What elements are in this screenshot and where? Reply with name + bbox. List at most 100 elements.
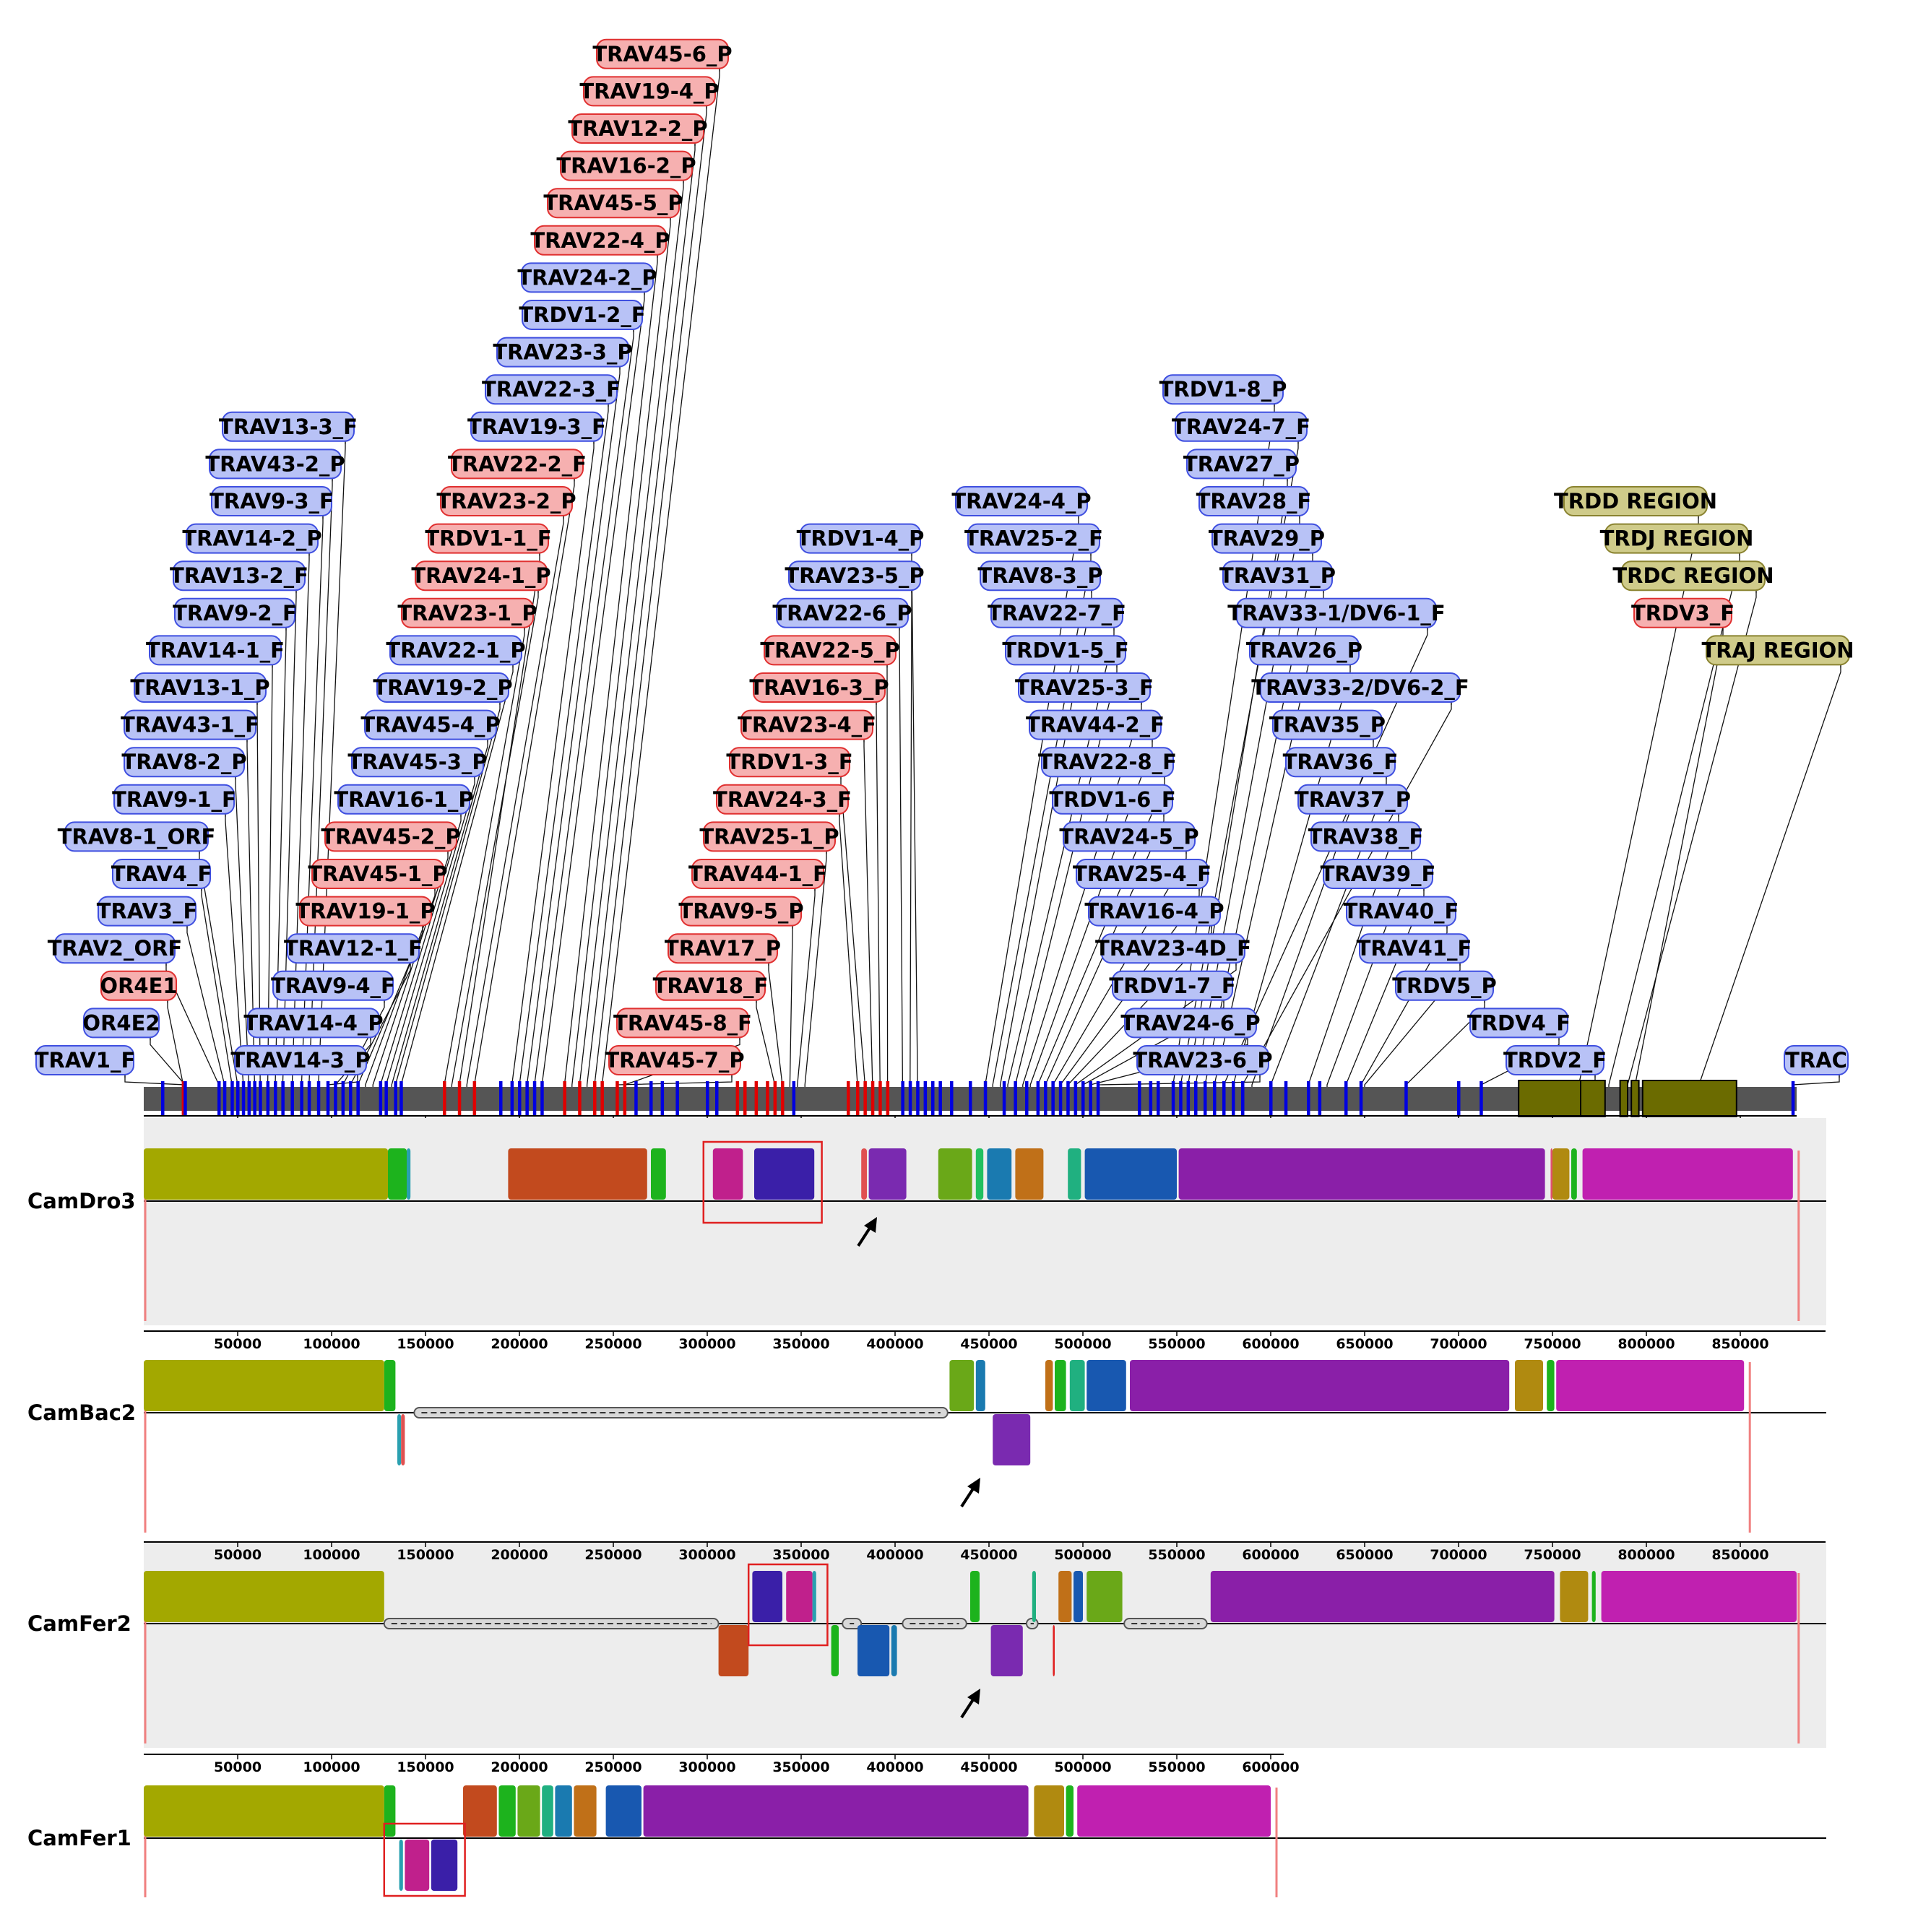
lcb-block	[1069, 1360, 1085, 1411]
gene-label: TRAV14-3_P	[230, 1045, 371, 1075]
gene-label: TRAV24-5_P	[1059, 821, 1199, 852]
gene-mark	[1171, 1081, 1175, 1116]
axis-tick-label: 750000	[1524, 1547, 1581, 1563]
lcb-block	[431, 1840, 458, 1891]
gene-label-box	[376, 672, 509, 703]
gene-label: TRAV19-4_P	[579, 76, 720, 107]
gene-mark	[1241, 1081, 1245, 1116]
gene-label: OR4E1	[100, 970, 178, 1001]
gene-mark	[1791, 1081, 1795, 1116]
lcb-block	[975, 1360, 985, 1411]
gene-label-text: TRAV19-3_F	[467, 415, 606, 439]
gene-label-box	[173, 560, 306, 592]
gene-label-text: TRAV24-6_P	[1120, 1010, 1260, 1035]
axis-tick-label: 50000	[214, 1547, 262, 1563]
axis-tick-label: 850000	[1711, 1336, 1768, 1352]
gene-label-box	[547, 188, 680, 219]
gene-mark	[1051, 1081, 1055, 1116]
gene-label-box	[222, 411, 355, 442]
gene-label-text: TRAV24-4_P	[951, 489, 1091, 514]
lcb-block	[1130, 1360, 1510, 1411]
gene-label-text: TRAC	[1785, 1048, 1847, 1073]
leader-line	[534, 329, 634, 1089]
axis-tick-label: 700000	[1430, 1336, 1487, 1352]
gene-mark	[1025, 1081, 1029, 1116]
lcb-block	[712, 1148, 743, 1200]
axis-tick-label: 600000	[1242, 1547, 1299, 1563]
gene-mark	[1044, 1081, 1047, 1116]
gene-mark	[1307, 1081, 1310, 1116]
gene-label: TRAV22-7_F	[988, 597, 1126, 628]
gene-label-text: TRAV22-6_P	[772, 601, 912, 625]
gene-mark	[259, 1081, 262, 1116]
gene-mark	[316, 1081, 321, 1116]
gene-label-text: TRAV23-6_P	[1133, 1048, 1272, 1073]
lcb-block	[990, 1625, 1023, 1676]
gene-label: TRAV24-4_P	[951, 486, 1092, 516]
gene-label-box	[351, 747, 484, 778]
gene-label: OR4E2	[82, 1008, 160, 1039]
gap-bar	[1123, 1618, 1208, 1629]
gene-mark	[983, 1081, 988, 1116]
gene-label-text: TRAV9-1_F	[112, 787, 236, 812]
gene-label-text: TRAV9-5_P	[678, 899, 803, 924]
region-block	[1619, 1080, 1629, 1117]
lcb-block	[1068, 1148, 1081, 1200]
arrow-marker	[960, 1478, 980, 1508]
gene-mark	[792, 1081, 796, 1116]
axis-tick-label: 200000	[491, 1336, 548, 1352]
gene-label: TRAV39_F	[1321, 859, 1435, 889]
gene-label-text: TRDV1-5_F	[1002, 638, 1128, 662]
pseudogene-mark	[181, 1081, 186, 1116]
lcb-block	[517, 1785, 540, 1837]
gene-label-box	[389, 635, 522, 666]
gene-label: TRAV3_F	[97, 896, 197, 927]
gene-label: TRAV22-4_P	[530, 225, 670, 256]
gene-label: TRAV25-3_F	[1015, 672, 1154, 703]
gene-label-box	[788, 560, 921, 592]
lcb-block	[831, 1625, 839, 1676]
gene-label-box	[1563, 486, 1708, 516]
axis-tick-label: 350000	[772, 1547, 829, 1563]
gene-label: TRAV19-2_P	[373, 672, 513, 703]
gene-label: TRAV23-1_P	[397, 597, 537, 628]
gene-label: TRAV14-4_P	[243, 1008, 384, 1039]
gene-label-text: TRAV28_F	[1196, 489, 1312, 514]
gene-mark	[706, 1081, 709, 1116]
gene-label-text: TRAV2_ORF	[48, 936, 183, 961]
gene-mark	[334, 1081, 337, 1116]
gene-mark	[908, 1081, 912, 1116]
gene-mark	[660, 1081, 665, 1116]
gene-label-box	[112, 859, 211, 889]
gene-label: TRAV14-1_F	[146, 635, 285, 666]
axis-tick-label: 150000	[397, 1336, 454, 1352]
gene-label: TRAV45-6_P	[592, 38, 733, 69]
gene-mark	[1479, 1081, 1483, 1116]
gene-mark	[540, 1081, 544, 1116]
pseudogene-mark	[615, 1081, 619, 1116]
gene-label-box	[1052, 784, 1173, 815]
lcb-block	[574, 1785, 597, 1837]
lcb-block	[1034, 1785, 1064, 1837]
gene-label: TRDV1-5_F	[1002, 635, 1129, 666]
gene-label: TRAV40_F	[1344, 896, 1459, 927]
gene-mark	[247, 1081, 251, 1116]
gene-label-box	[967, 523, 1100, 554]
leader-line	[1634, 627, 1724, 1089]
gene-label-text: TRAV23-2_P	[436, 489, 576, 514]
gene-mark	[1404, 1081, 1408, 1116]
gene-mark	[217, 1081, 221, 1116]
lcb-block	[1552, 1148, 1570, 1200]
gene-mark	[1222, 1081, 1226, 1116]
gene-label-text: TRAV8-3_P	[977, 563, 1102, 588]
gene-label: TRAV45-3_P	[347, 747, 488, 778]
lcb-block	[1210, 1571, 1555, 1622]
lcb-block	[1547, 1360, 1555, 1411]
pseudogene-mark	[856, 1081, 860, 1116]
gene-label-box	[124, 709, 256, 740]
gene-mark	[349, 1081, 353, 1116]
gene-label-box	[1506, 1045, 1604, 1075]
gene-label-box	[596, 38, 729, 69]
gene-mark	[1058, 1081, 1063, 1116]
